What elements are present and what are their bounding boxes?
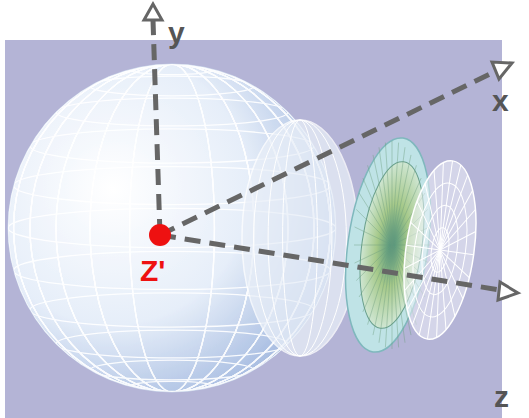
background-panel [5,40,502,418]
axis-arrowheads [144,4,518,300]
cornea [242,120,358,356]
axes [153,20,500,290]
axis-label: x [492,86,509,116]
origin-label: Z' [140,256,165,286]
axis-label: y [168,18,185,48]
axis-label: z [494,382,509,412]
origin-dot [149,224,171,246]
lens-wireframe [394,156,486,344]
